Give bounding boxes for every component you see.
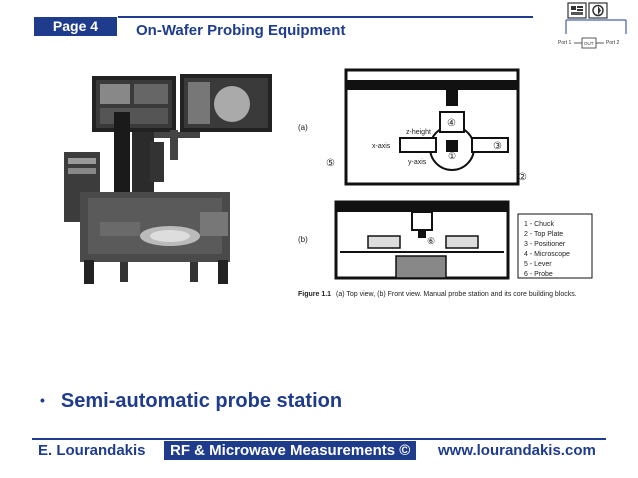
- legend-item-4: 4 - Microscope: [524, 251, 570, 258]
- footer-rule: [32, 438, 606, 440]
- figure-caption-text: (a) Top view, (b) Front view. Manual pro…: [336, 291, 577, 298]
- legend-item-6: 6 - Probe: [524, 271, 553, 278]
- marker-6: ⑥: [427, 236, 435, 246]
- marker-2: ②: [518, 172, 527, 183]
- panel-a-label: (a): [298, 123, 308, 132]
- footer-course-title: RF & Microwave Measurements ©: [164, 441, 417, 460]
- y-axis-label: y-axis: [408, 159, 427, 166]
- z-height-label: z-height: [406, 129, 431, 136]
- header-rule: [118, 16, 533, 18]
- legend-item-1: 1 - Chuck: [524, 221, 554, 228]
- bullet-text: Semi-automatic probe station: [60, 390, 343, 412]
- panel-b-label: (b): [298, 235, 308, 244]
- figure-caption-label: Figure 1.1: [298, 291, 331, 298]
- x-axis-label: x-axis: [372, 143, 391, 150]
- marker-1: ①: [448, 151, 456, 161]
- logo-out-label: OUT: [584, 41, 594, 46]
- probe-station-diagram: (a) ④ ③ ① z-height x-axis y-axis ⑤ ② (b)…: [298, 68, 593, 298]
- logo-port1-label: Port 1: [558, 40, 572, 46]
- logo-port2-label: Port 2: [606, 40, 620, 46]
- marker-3: ③: [493, 141, 502, 152]
- slide-title: On-Wafer Probing Equipment: [136, 22, 346, 39]
- footer: E. Lourandakis RF & Microwave Measuremen…: [34, 441, 606, 460]
- course-logo: Port 1 OUT Port 2: [558, 2, 627, 49]
- footer-website: www.lourandakis.com: [438, 442, 596, 459]
- marker-4: ④: [447, 118, 456, 129]
- bullet-point: • Semi-automatic probe station: [40, 390, 342, 413]
- bullet-symbol: •: [40, 392, 45, 408]
- legend-item-3: 3 - Positioner: [524, 241, 566, 248]
- marker-5: ⑤: [326, 158, 335, 169]
- probe-station-photo: [64, 74, 272, 284]
- legend-item-5: 5 - Lever: [524, 261, 552, 268]
- footer-author: E. Lourandakis: [38, 442, 146, 459]
- page-number-badge: Page 4: [34, 17, 117, 36]
- legend-item-2: 2 - Top Plate: [524, 231, 563, 238]
